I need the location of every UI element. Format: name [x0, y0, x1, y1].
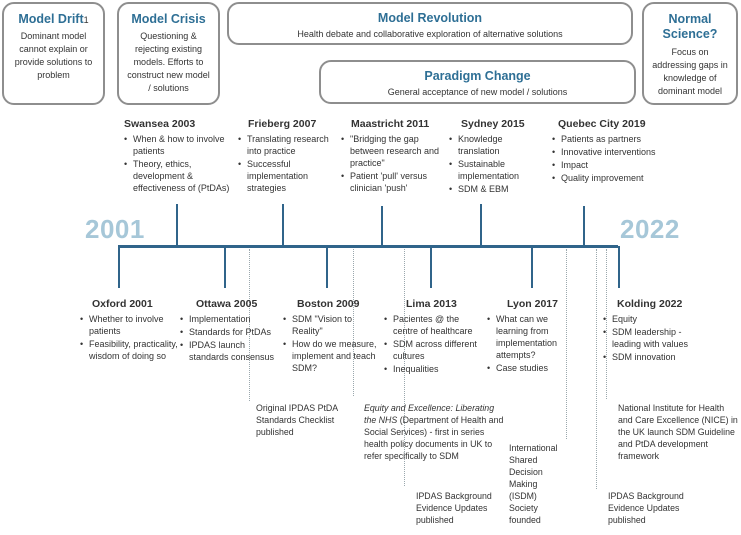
phase-title: Model Drift1 — [18, 12, 89, 26]
phase-model-crisis: Model Crisis Questioning & rejecting exi… — [117, 2, 220, 105]
event-item: SDM "Vision to Reality" — [283, 313, 383, 337]
event-kolding-2022: Kolding 2022 Equity SDM leadership - lea… — [603, 298, 711, 364]
event-item: When & how to involve patients — [124, 133, 234, 157]
note-ipdas-update-1: IPDAS Background Evidence Updates publis… — [416, 491, 492, 525]
event-item: SDM leadership - leading with values — [603, 326, 711, 350]
tick-swansea — [176, 204, 178, 246]
tick-sydney — [480, 204, 482, 246]
note-nhs-policy: Equity and Excellence: Liberating the NH… — [364, 402, 506, 462]
event-item: Patient 'pull' versus clinician 'push' — [341, 170, 443, 194]
timeline-start-year: 2001 — [85, 214, 145, 244]
event-item: Quality improvement — [552, 172, 658, 184]
event-item: Feasibility, practicality, wisdom of doi… — [80, 338, 178, 362]
event-title: Lyon 2017 — [507, 298, 558, 310]
event-item: SDM innovation — [603, 351, 711, 363]
event-item: SDM & EBM — [449, 183, 541, 195]
event-item: Successful implementation strategies — [238, 158, 336, 194]
event-swansea-2003: Swansea 2003 When & how to involve patie… — [124, 118, 234, 195]
note-nhs-body: (Department of Health and Social Service… — [364, 415, 504, 461]
event-item: Inequalities — [384, 363, 480, 375]
connector-ipdas-update-2 — [596, 249, 597, 489]
note-nhs-title: Equity and Excellence: Liberating the NH… — [364, 403, 495, 425]
connector-ipdas-checklist — [249, 249, 250, 401]
event-ottawa-2005: Ottawa 2005 Implementation Standards for… — [180, 298, 276, 364]
tick-lima — [430, 246, 432, 288]
tick-boston — [326, 246, 328, 288]
timeline-end-year: 2022 — [620, 214, 680, 244]
tick-oxford — [118, 246, 120, 288]
event-item: Impact — [552, 159, 658, 171]
event-item: Sustainable implementation — [449, 158, 541, 182]
event-title: Quebec City 2019 — [558, 118, 646, 130]
event-boston-2009: Boston 2009 SDM "Vision to Reality" How … — [283, 298, 383, 375]
event-quebec-city-2019: Quebec City 2019 Patients as partners In… — [552, 118, 658, 185]
phase-title: Model Revolution — [377, 11, 483, 25]
event-item: Patients as partners — [552, 133, 658, 145]
event-frieberg-2007: Frieberg 2007 Translating research into … — [238, 118, 336, 195]
phase-desc: Dominant model cannot explain or provide… — [14, 31, 93, 80]
event-item: How do we measure, implement and teach S… — [283, 338, 383, 374]
event-title: Maastricht 2011 — [351, 118, 430, 130]
event-title: Swansea 2003 — [124, 118, 196, 130]
phase-title: Paradigm Change — [424, 69, 531, 83]
event-lyon-2017: Lyon 2017 What can we learning from impl… — [487, 298, 577, 375]
phase-paradigm-change: Paradigm Change General acceptance of ne… — [319, 60, 636, 104]
tick-kolding — [618, 246, 620, 288]
event-item: Whether to involve patients — [80, 313, 178, 337]
event-item: Implementation — [180, 313, 276, 325]
note-isdm-society: International Shared Decision Making (IS… — [509, 443, 558, 525]
phase-desc: General acceptance of new model / soluti… — [387, 87, 568, 97]
event-lima-2013: Lima 2013 Pacientes @ the centre of heal… — [384, 298, 480, 376]
event-item: Case studies — [487, 362, 577, 374]
event-item: Pacientes @ the centre of healthcare — [384, 313, 480, 337]
event-title: Frieberg 2007 — [248, 118, 317, 130]
event-item: Standards for PtDAs — [180, 326, 276, 338]
tick-frieberg — [282, 204, 284, 246]
event-sydney-2015: Sydney 2015 Knowledge translation Sustai… — [449, 118, 541, 196]
event-item: SDM across different cultures — [384, 338, 480, 362]
tick-quebec — [583, 206, 585, 246]
event-item: IPDAS launch standards consensus — [180, 339, 276, 363]
phase-desc: Focus on addressing gaps in knowledge of… — [652, 47, 728, 96]
note-ipdas-checklist: Original IPDAS PtDA Standards Checklist … — [256, 403, 338, 437]
tick-ottawa — [224, 246, 226, 288]
event-item: Innovative interventions — [552, 146, 658, 158]
event-title: Lima 2013 — [406, 298, 457, 310]
tick-maastricht — [381, 206, 383, 246]
note-nice: National Institute for Health and Care E… — [618, 403, 738, 461]
phase-normal-science: Normal Science? Focus on addressing gaps… — [642, 2, 738, 105]
event-title: Kolding 2022 — [617, 298, 683, 310]
phase-desc: Questioning & rejecting existing models.… — [127, 31, 210, 93]
event-item: Theory, ethics, development & effectiven… — [124, 158, 234, 194]
event-title: Oxford 2001 — [92, 298, 153, 310]
event-item: Translating research into practice — [238, 133, 336, 157]
event-item: Knowledge translation — [449, 133, 541, 157]
phase-title: Model Crisis — [131, 12, 206, 26]
event-oxford-2001: Oxford 2001 Whether to involve patients … — [80, 298, 178, 363]
event-title: Sydney 2015 — [461, 118, 525, 130]
event-title: Ottawa 2005 — [196, 298, 258, 310]
note-ipdas-update-2: IPDAS Background Evidence Updates publis… — [608, 491, 684, 525]
event-maastricht-2011: Maastricht 2011 "Bridging the gap betwee… — [341, 118, 443, 195]
phase-title: Normal Science? — [662, 12, 718, 41]
phase-desc: Health debate and collaborative explorat… — [297, 29, 563, 39]
phase-model-revolution: Model Revolution Health debate and colla… — [227, 2, 633, 45]
tick-lyon — [531, 246, 533, 288]
timeline-axis — [118, 245, 618, 248]
event-title: Boston 2009 — [297, 298, 360, 310]
event-item: What can we learning from implementation… — [487, 313, 577, 361]
phase-model-drift: Model Drift1 Dominant model cannot expla… — [2, 2, 105, 105]
event-item: "Bridging the gap between research and p… — [341, 133, 443, 169]
event-item: Equity — [603, 313, 711, 325]
